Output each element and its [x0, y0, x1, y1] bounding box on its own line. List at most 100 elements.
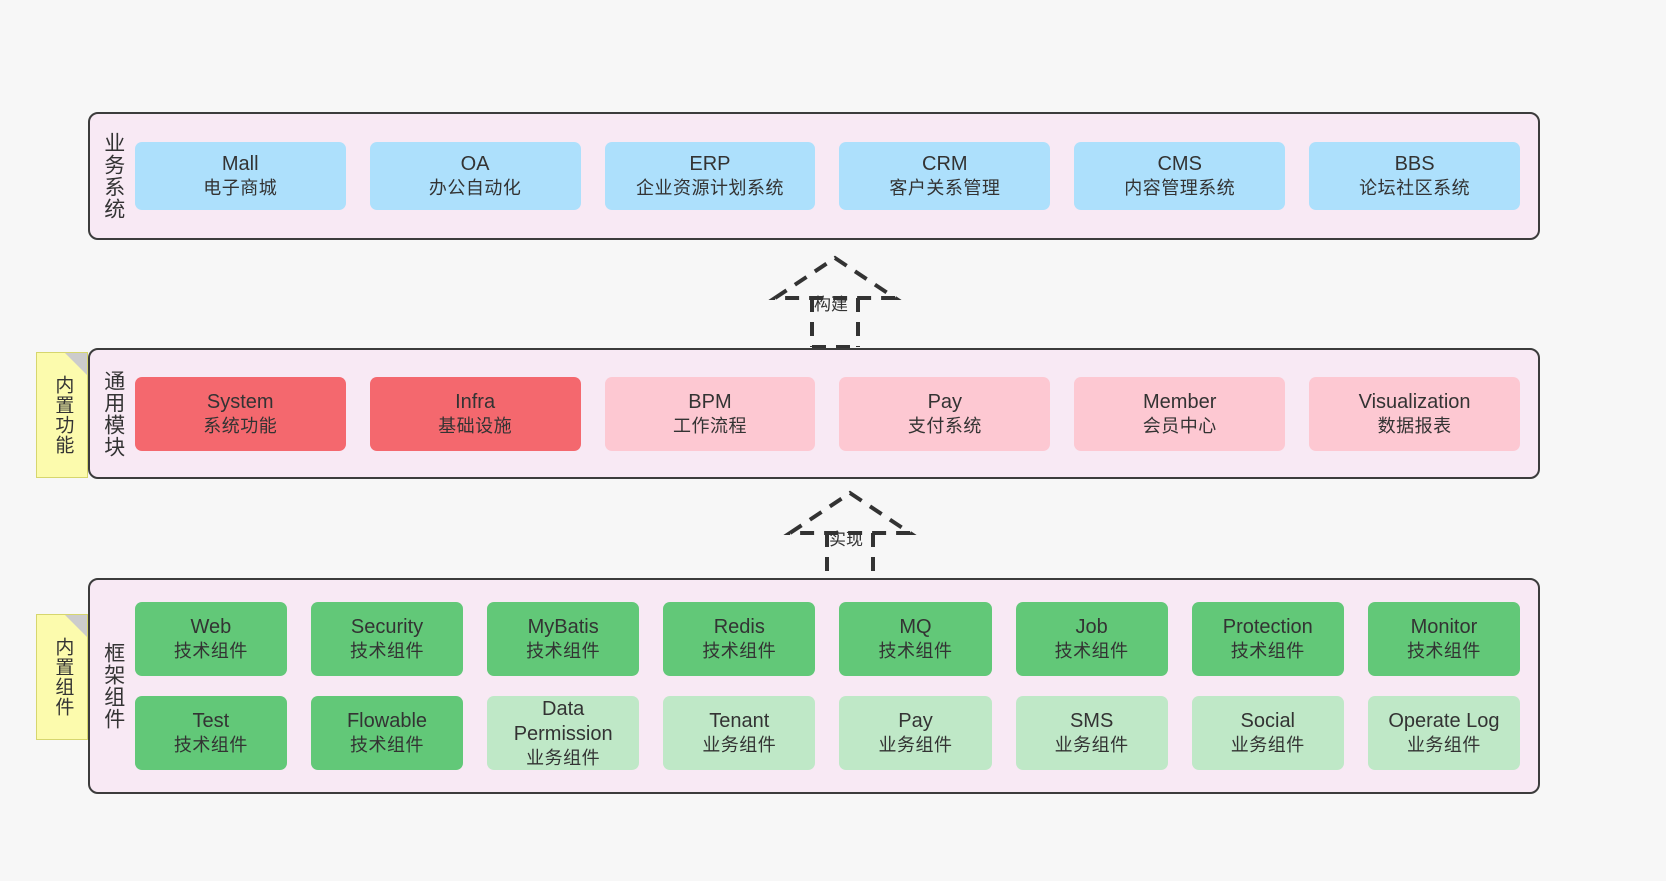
card-visualization[interactable]: Visualization 数据报表	[1309, 376, 1521, 451]
connector-label-build: 构建	[814, 295, 848, 314]
card-title-cn: 业务组件	[1406, 735, 1481, 756]
note-text: 内置功能	[52, 375, 74, 455]
card-sms[interactable]: SMS 业务组件	[1015, 696, 1168, 770]
card-title-en: Test	[192, 710, 230, 733]
card-bbs[interactable]: BBS 论坛社区系统	[1309, 142, 1521, 210]
card-title-cn: 系统功能	[203, 415, 278, 436]
card-title-cn: 技术组件	[526, 641, 601, 662]
layer-framework-component[interactable]: 框架组件 Web 技术组件 Security 技术组件 MyBatis 技术组件…	[88, 578, 1540, 794]
card-test[interactable]: Test 技术组件	[134, 696, 287, 770]
card-title-en: MQ	[899, 616, 932, 639]
card-row: System 系统功能 Infra 基础设施 BPM 工作流程 Pay 支付系统…	[134, 376, 1521, 451]
card-row: Mall 电子商城 OA 办公自动化 ERP 企业资源计划系统 CRM 客户关系…	[134, 142, 1521, 210]
card-title-cn: 技术组件	[173, 641, 248, 662]
card-infra[interactable]: Infra 基础设施	[369, 376, 581, 451]
card-operate-log[interactable]: Operate Log 业务组件	[1367, 696, 1521, 770]
card-title-cn: 客户关系管理	[889, 178, 1001, 199]
card-mall[interactable]: Mall 电子商城	[134, 142, 346, 210]
note-builtin-component[interactable]: 内置组件	[36, 614, 88, 740]
card-security[interactable]: Security 技术组件	[310, 602, 464, 676]
card-row: Test 技术组件 Flowable 技术组件 Data Permission …	[134, 696, 1521, 770]
card-crm[interactable]: CRM 客户关系管理	[839, 142, 1051, 210]
card-title-en: Web	[190, 616, 232, 639]
card-pay[interactable]: Pay 支付系统	[839, 376, 1051, 451]
card-flowable[interactable]: Flowable 技术组件	[310, 696, 464, 770]
card-member[interactable]: Member 会员中心	[1074, 376, 1286, 451]
card-title-cn: 技术组件	[1054, 641, 1129, 662]
card-redis[interactable]: Redis 技术组件	[663, 602, 816, 676]
card-title-cn: 技术组件	[1406, 641, 1481, 662]
connector-build: 构建	[740, 252, 930, 352]
card-mybatis[interactable]: MyBatis 技术组件	[487, 602, 640, 676]
note-fold-corner-icon	[65, 353, 87, 375]
card-title-en: Security	[350, 616, 424, 639]
card-title-cn: 业务组件	[702, 735, 777, 756]
card-title-cn: 办公自动化	[428, 178, 522, 199]
card-bpm[interactable]: BPM 工作流程	[604, 376, 816, 451]
card-title-cn: 业务组件	[878, 735, 953, 756]
card-title-en: Pay	[927, 390, 963, 413]
card-web[interactable]: Web 技术组件	[134, 602, 287, 676]
card-title-en: Member	[1143, 390, 1217, 413]
card-title-cn: 基础设施	[438, 415, 513, 436]
card-title-cn: 会员中心	[1142, 415, 1217, 436]
card-title-en: Job	[1075, 616, 1108, 639]
card-title-en: BPM	[688, 390, 732, 413]
card-protection[interactable]: Protection 技术组件	[1191, 602, 1344, 676]
card-title-cn: 技术组件	[1230, 641, 1305, 662]
card-title-en: Social	[1240, 710, 1296, 733]
layer-title-common-module: 通用模块	[101, 369, 125, 458]
card-title-en: Tenant	[709, 710, 770, 733]
card-title-cn: 技术组件	[350, 641, 424, 662]
card-title-en: Mall	[221, 153, 259, 176]
card-monitor[interactable]: Monitor 技术组件	[1367, 602, 1521, 676]
card-title-en: Protection	[1222, 616, 1313, 639]
card-pay-component[interactable]: Pay 业务组件	[839, 696, 992, 770]
note-text: 内置组件	[52, 637, 74, 717]
card-system[interactable]: System 系统功能	[134, 376, 346, 451]
layer-title-business-system: 业务系统	[101, 132, 125, 220]
card-erp[interactable]: ERP 企业资源计划系统	[604, 142, 816, 210]
card-title-cn: 技术组件	[350, 735, 424, 756]
card-cms[interactable]: CMS 内容管理系统	[1074, 142, 1286, 210]
card-data-permission[interactable]: Data Permission 业务组件	[487, 696, 640, 770]
card-title-en: System	[206, 390, 274, 413]
note-fold-corner-icon	[65, 615, 87, 637]
card-title-en: SMS	[1069, 710, 1114, 733]
card-title-cn: 业务组件	[526, 747, 601, 768]
note-builtin-feature[interactable]: 内置功能	[36, 352, 88, 478]
card-social[interactable]: Social 业务组件	[1191, 696, 1344, 770]
card-title-en: Pay	[898, 710, 933, 733]
card-title-en: Redis	[713, 616, 765, 639]
card-title-cn: 业务组件	[1230, 735, 1305, 756]
card-row: Web 技术组件 Security 技术组件 MyBatis 技术组件 Redi…	[134, 602, 1521, 676]
card-title-cn: 论坛社区系统	[1359, 178, 1471, 199]
layer-common-module[interactable]: 通用模块 System 系统功能 Infra 基础设施 BPM 工作流程 Pay…	[88, 348, 1540, 479]
card-title-cn: 技术组件	[173, 735, 248, 756]
card-title-en: Monitor	[1410, 616, 1478, 639]
card-title-en: Flowable	[346, 710, 428, 733]
layer-title-framework-component: 框架组件	[101, 642, 125, 730]
card-title-en: ERP	[689, 153, 731, 176]
card-title-cn: 业务组件	[1054, 735, 1129, 756]
card-job[interactable]: Job 技术组件	[1015, 602, 1168, 676]
card-title-cn: 技术组件	[702, 641, 777, 662]
card-title-en: Visualization	[1358, 390, 1471, 413]
connector-label-implement: 实现	[829, 530, 863, 549]
card-title-en: CMS	[1157, 153, 1202, 176]
card-tenant[interactable]: Tenant 业务组件	[663, 696, 816, 770]
connector-implement: 实现	[755, 487, 945, 587]
card-title-cn: 企业资源计划系统	[635, 178, 784, 199]
card-title-en: Operate Log	[1388, 710, 1500, 733]
card-title-en: Infra	[455, 390, 496, 413]
card-title-en: Data Permission	[513, 697, 613, 745]
card-title-en: CRM	[922, 153, 968, 176]
card-title-en: MyBatis	[527, 616, 599, 639]
layer-body-business-system: Mall 电子商城 OA 办公自动化 ERP 企业资源计划系统 CRM 客户关系…	[131, 114, 1538, 238]
card-oa[interactable]: OA 办公自动化	[369, 142, 581, 210]
card-title-cn: 支付系统	[907, 415, 982, 436]
layer-business-system[interactable]: 业务系统 Mall 电子商城 OA 办公自动化 ERP 企业资源计划系统 CRM…	[88, 112, 1540, 240]
card-mq[interactable]: MQ 技术组件	[839, 602, 992, 676]
layer-body-common-module: System 系统功能 Infra 基础设施 BPM 工作流程 Pay 支付系统…	[131, 350, 1538, 477]
